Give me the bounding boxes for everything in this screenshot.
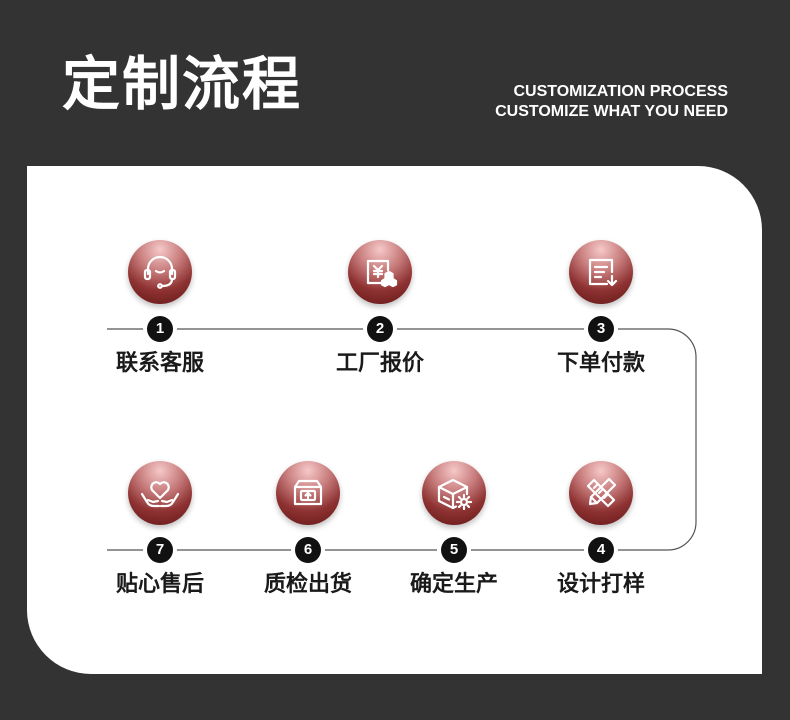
shipping-icon [276,461,340,525]
production-icon [422,461,486,525]
design-icon [569,461,633,525]
step-number-badge: 7 [147,537,173,563]
step-number-badge: 5 [441,537,467,563]
step-label: 确定生产 [409,572,498,597]
step-number-badge: 4 [588,537,614,563]
step-label: 质检出货 [263,572,352,597]
step-number-badge: 3 [588,316,614,342]
step-number-badge: 1 [147,316,173,342]
step-number-badge: 6 [295,537,321,563]
subtitle-line-2: CUSTOMIZE WHAT YOU NEED [495,103,728,120]
order-icon [569,240,633,304]
step-label: 工厂报价 [335,351,424,376]
step-label: 下单付款 [556,351,645,376]
subtitle-line-1: CUSTOMIZATION PROCESS [513,83,728,100]
process-path [107,328,697,551]
page-title: 定制流程 [62,50,303,118]
step-number-badge: 2 [367,316,393,342]
quote-icon [348,240,412,304]
step-label: 联系客服 [115,351,204,376]
after-sales-icon [128,461,192,525]
headset-icon [128,240,192,304]
step-label: 贴心售后 [115,572,204,597]
page-subtitle: CUSTOMIZATION PROCESS CUSTOMIZE WHAT YOU… [495,82,728,122]
step-label: 设计打样 [556,572,645,597]
